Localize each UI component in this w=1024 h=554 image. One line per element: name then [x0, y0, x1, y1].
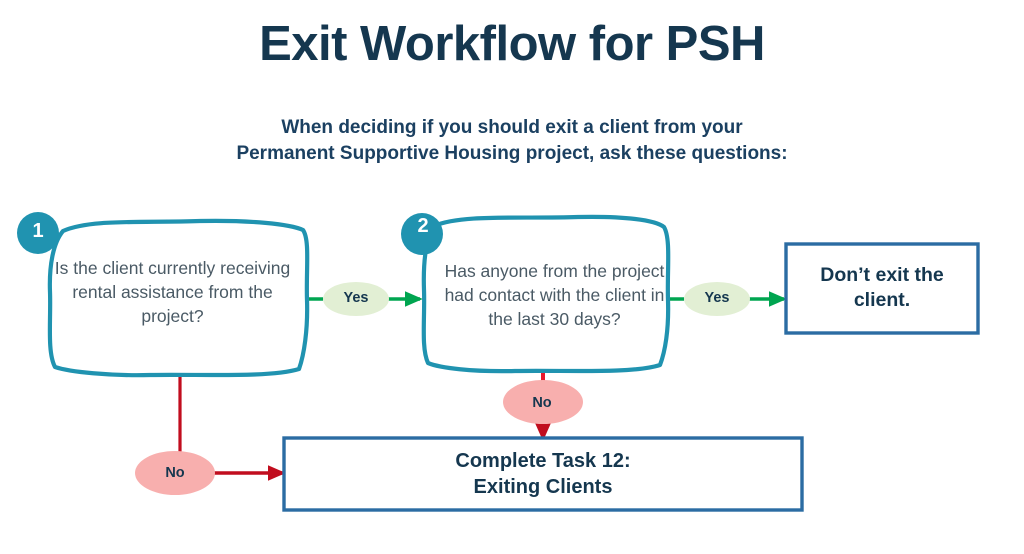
connector-q1-no [178, 373, 286, 481]
outcome-dont-exit-line-1: Don’t exit the [820, 263, 944, 286]
edge-label-no-1: No [165, 465, 185, 481]
outcome-complete-task-text: Complete Task 12: Exiting Clients [286, 440, 800, 508]
question-1-text: Is the client currently receiving rental… [54, 257, 291, 327]
outcome-dont-exit-node[interactable] [784, 242, 980, 335]
edge-label-no-2-shape [503, 380, 583, 424]
edge-label-yes-1-shape [323, 282, 389, 316]
edge-label-yes-1: Yes [343, 290, 369, 306]
question-1-badge-label: 1 [32, 220, 44, 242]
question-2-badge-label: 2 [417, 215, 429, 237]
subtitle-line-1: When deciding if you should exit a clien… [281, 117, 743, 138]
page-subtitle: When deciding if you should exit a clien… [0, 115, 1024, 166]
edge-label-yes-2-shape [684, 282, 750, 316]
outcome-dont-exit-line-2: client. [853, 289, 911, 311]
subtitle-line-2: Permanent Supportive Housing project, as… [236, 142, 788, 164]
question-2-text: Has anyone from the project had contact … [444, 260, 665, 330]
edge-label-yes-2: Yes [704, 290, 730, 306]
edge-label-no-1-shape [135, 451, 215, 495]
edge-label-no-2: No [532, 395, 552, 411]
outcome-complete-task-line-2: Exiting Clients [473, 476, 613, 498]
question-2-node[interactable] [401, 213, 671, 374]
question-1-badge [17, 212, 59, 254]
question-2-badge [401, 213, 443, 255]
question-1-node[interactable] [17, 212, 310, 378]
page-title: Exit Workflow for PSH [259, 17, 765, 71]
outcome-complete-task-node[interactable] [282, 436, 804, 512]
outcome-complete-task-line-1: Complete Task 12: [455, 450, 631, 472]
outcome-dont-exit-text: Don’t exit the client. [788, 248, 976, 328]
